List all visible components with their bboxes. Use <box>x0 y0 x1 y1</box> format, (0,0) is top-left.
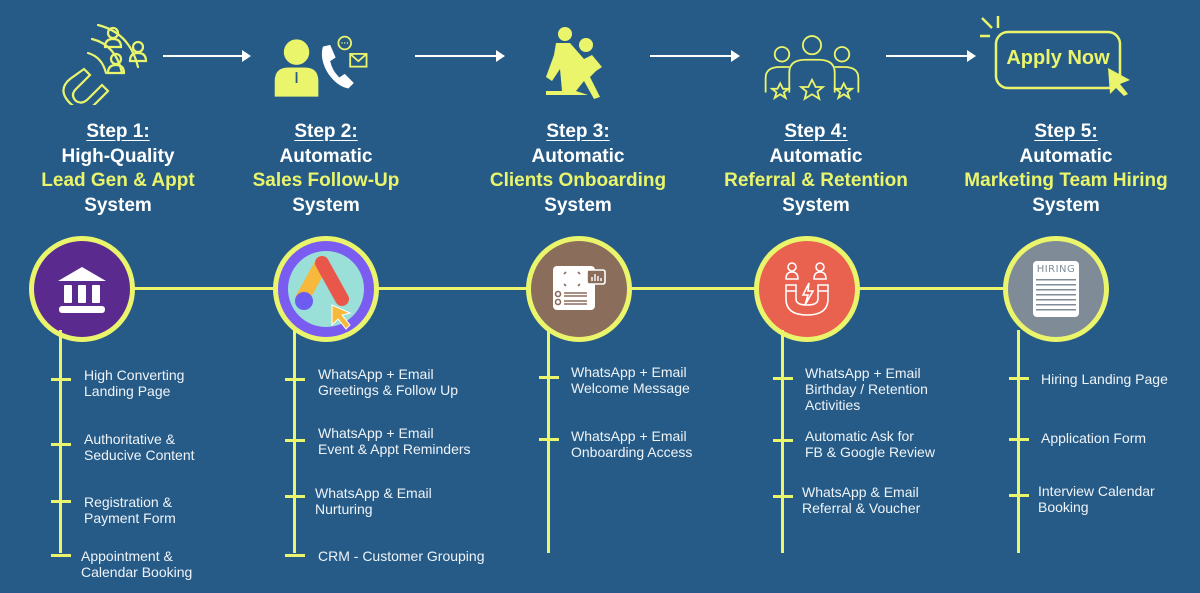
tick <box>773 377 793 380</box>
step-system: System <box>84 194 152 216</box>
hiring-document-icon: HIRING <box>1033 261 1079 317</box>
step-label: Step 3: <box>546 121 610 142</box>
bank-building-icon <box>58 267 106 313</box>
tick <box>539 438 559 441</box>
tick <box>1009 377 1029 380</box>
step-highlight: Marketing Team Hiring <box>964 170 1168 191</box>
google-ads-icon <box>288 251 364 330</box>
step-3-circle <box>526 236 632 342</box>
apply-now-label: Apply Now <box>1006 47 1110 69</box>
flow-arrow <box>650 50 740 62</box>
step-1-title: Step 1: High-Quality Lead Gen & Appt Sys… <box>0 120 248 218</box>
list-item: Hiring Landing Page <box>1041 371 1168 387</box>
step-highlight: Clients Onboarding <box>489 170 667 191</box>
tick <box>51 554 71 557</box>
onboarding-checklist-icon <box>553 266 606 310</box>
step-system: System <box>1032 194 1100 216</box>
list-item: CRM - Customer Grouping <box>318 548 485 564</box>
helping-hand-climb-icon <box>546 27 602 99</box>
step-label: Step 1: <box>86 121 150 142</box>
step-3-branch <box>547 330 550 553</box>
step-5-circle: HIRING <box>1003 236 1109 342</box>
step-4-title: Step 4: Automatic Referral & Retention S… <box>686 120 946 218</box>
step-highlight: Lead Gen & Appt <box>41 170 195 191</box>
flow-arrow <box>886 50 976 62</box>
people-star-rating-icon <box>764 35 860 101</box>
apply-now-button-icon: Apply Now <box>978 14 1138 100</box>
step-system: System <box>544 194 612 216</box>
step-4-circle <box>754 236 860 342</box>
tick <box>773 439 793 442</box>
tick <box>51 500 71 503</box>
tick <box>539 376 559 379</box>
flow-arrow <box>415 50 505 62</box>
step-label: Step 5: <box>1034 121 1098 142</box>
tick <box>285 439 305 442</box>
step-subtitle: High-Quality <box>61 145 175 167</box>
step-subtitle: Automatic <box>279 145 373 167</box>
step-subtitle: Automatic <box>531 145 625 167</box>
magnet-retention-icon <box>785 262 829 316</box>
tick <box>285 378 305 381</box>
step-system: System <box>292 194 360 216</box>
list-item: Application Form <box>1041 430 1147 446</box>
tick <box>51 443 71 446</box>
step-5-branch <box>1017 330 1020 553</box>
step-highlight: Referral & Retention <box>724 170 908 191</box>
step-subtitle: Automatic <box>1019 145 1113 167</box>
step-label: Step 2: <box>294 121 358 142</box>
list-item: Authoritative &Seducive Content <box>84 431 195 463</box>
step-label: Step 4: <box>784 121 848 142</box>
step-1-circle <box>29 236 135 342</box>
tick <box>1009 494 1029 497</box>
step-highlight: Sales Follow-Up <box>252 170 400 191</box>
step-5-title: Step 5: Automatic Marketing Team Hiring … <box>936 120 1196 218</box>
flow-arrow <box>163 50 251 62</box>
tick <box>285 495 305 498</box>
step-2-circle <box>273 236 379 342</box>
hiring-label: HIRING <box>1036 264 1076 275</box>
tick <box>51 378 71 381</box>
step-1-branch <box>59 330 62 553</box>
step-system: System <box>782 194 850 216</box>
tick <box>773 495 793 498</box>
magnet-attracting-people-icon <box>62 23 148 105</box>
step-3-title: Step 3: Automatic Clients Onboarding Sys… <box>448 120 708 218</box>
step-subtitle: Automatic <box>769 145 863 167</box>
person-phone-message-icon <box>274 35 368 97</box>
tick <box>285 554 305 557</box>
tick <box>1009 438 1029 441</box>
list-item: Registration &Payment Form <box>84 494 176 526</box>
list-item: Appointment &Calendar Booking <box>81 548 193 580</box>
step-2-title: Step 2: Automatic Sales Follow-Up System <box>196 120 456 218</box>
